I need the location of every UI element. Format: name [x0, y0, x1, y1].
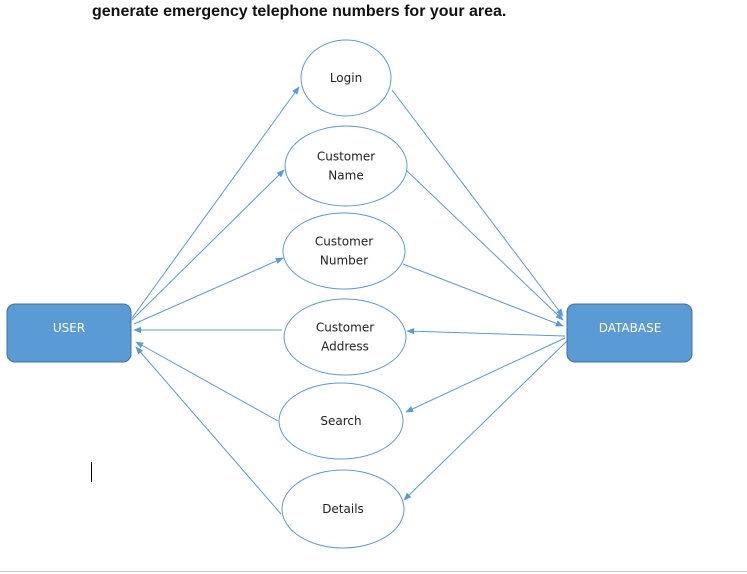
document-heading: generate emergency telephone numbers for…: [92, 3, 507, 20]
arrow-user-to-login: [131, 86, 300, 319]
user-actor-label: USER: [53, 321, 85, 335]
arrow-database-to-customer-address: [406, 328, 566, 337]
page-divider: [0, 571, 747, 572]
text-cursor: [91, 462, 92, 482]
database-actor-box[interactable]: [566, 303, 693, 363]
arrow-customer-name-to-database: [405, 169, 564, 321]
use-case-customer-number-label: Customer: [315, 235, 373, 249]
arrow-user-to-customer-number: [133, 257, 284, 325]
use-case-search[interactable]: [278, 382, 404, 460]
use-case-customer-name[interactable]: [284, 125, 408, 207]
arrow-database-to-search: [405, 337, 566, 413]
use-case-login[interactable]: [300, 39, 392, 117]
arrow-login-to-database: [391, 89, 564, 317]
use-case-customer-name-label: Name: [328, 169, 363, 183]
use-case-customer-number-label: Number: [320, 254, 368, 268]
use-case-details-label: Details: [322, 502, 364, 516]
arrow-database-to-details: [403, 340, 568, 501]
arrow-user-to-customer-name: [131, 169, 285, 321]
arrow-search-to-user: [135, 341, 279, 422]
use-case-details[interactable]: [281, 469, 405, 549]
use-case-customer-name-label: Customer: [317, 150, 375, 164]
use-case-customer-address-label: Address: [321, 340, 369, 354]
arrow-customer-number-to-database: [402, 263, 564, 327]
use-case-customer-address[interactable]: [283, 298, 407, 376]
user-actor-box[interactable]: [6, 303, 132, 363]
use-case-customer-number[interactable]: [282, 212, 406, 290]
database-actor-label: DATABASE: [599, 321, 662, 335]
use-case-login-label: Login: [330, 71, 362, 85]
use-case-search-label: Search: [320, 414, 361, 428]
arrow-details-to-user: [135, 346, 282, 515]
use-case-customer-address-label: Customer: [316, 321, 374, 335]
